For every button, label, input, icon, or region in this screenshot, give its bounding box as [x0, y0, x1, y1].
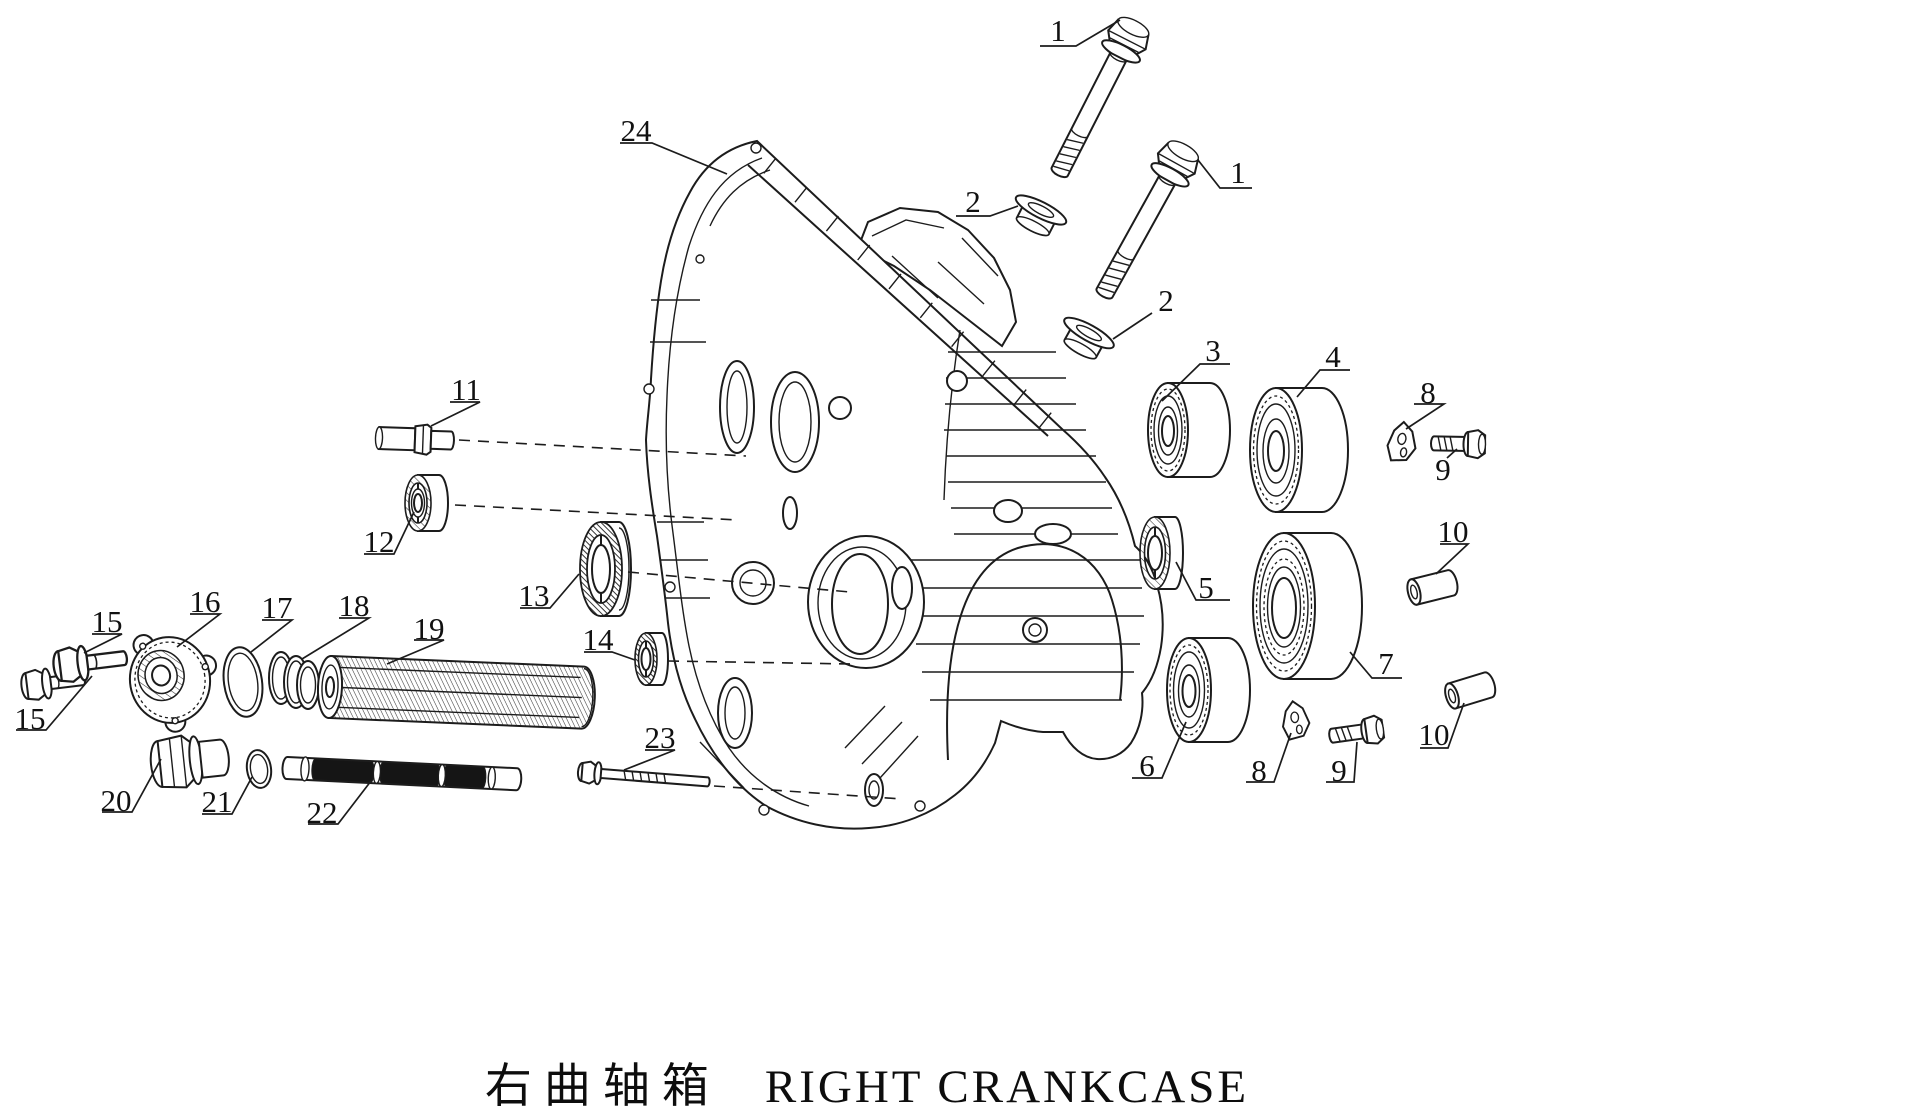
svg-text:9: 9 — [1331, 753, 1347, 788]
callout-3-ball-bearing: 3 — [1161, 333, 1230, 402]
svg-text:19: 19 — [414, 611, 445, 646]
svg-text:20: 20 — [101, 783, 132, 818]
callout-17-o-ring-large: 17 — [250, 590, 295, 653]
svg-text:1: 1 — [1050, 13, 1066, 48]
callout-10-dowel-pin: 10 — [1435, 514, 1471, 575]
callout-20-drain-plug: 20 — [101, 758, 162, 818]
svg-text:23: 23 — [645, 720, 676, 755]
callout-8-retainer-plate: 8 — [1405, 375, 1447, 430]
callout-21-o-ring-small: 21 — [202, 776, 253, 819]
svg-text:7: 7 — [1378, 646, 1394, 681]
callout-15-hex-flange-bolt: 15 — [83, 604, 123, 654]
callout-14-oil-seal: 14 — [583, 622, 636, 661]
projection-lines — [454, 439, 903, 800]
part-oring-17 — [222, 646, 264, 718]
part-oring-21 — [245, 749, 273, 789]
callout-16-bearing-cover: 16 — [176, 584, 223, 648]
svg-text:22: 22 — [307, 795, 338, 830]
callout-13-oil-seal: 13 — [519, 573, 580, 613]
part-seal-14 — [634, 632, 669, 686]
part-crankcase-24 — [643, 139, 1164, 830]
callout-2-sealing-washer: 2 — [956, 184, 1019, 219]
part-pin-10b — [1441, 669, 1499, 712]
callout-2-sealing-washer: 2 — [1112, 283, 1174, 340]
svg-text:6: 6 — [1139, 748, 1155, 783]
svg-text:8: 8 — [1251, 753, 1267, 788]
part-washer-2a — [1004, 189, 1071, 245]
svg-text:11: 11 — [451, 372, 481, 407]
part-seal-5 — [1139, 516, 1184, 590]
part-bearing-6 — [1166, 637, 1251, 743]
svg-text:2: 2 — [1158, 283, 1174, 318]
svg-text:15: 15 — [15, 701, 46, 736]
part-washer-2b — [1052, 311, 1119, 368]
part-cover-16 — [128, 634, 218, 733]
title-english: RIGHT CRANKCASE — [764, 1061, 1250, 1108]
svg-text:15: 15 — [92, 604, 123, 639]
svg-text:10: 10 — [1438, 514, 1469, 549]
part-plate-8b — [1280, 699, 1312, 741]
part-plug-20 — [149, 734, 230, 789]
callout-4-ball-bearing: 4 — [1296, 339, 1350, 398]
part-bearing-3 — [1147, 382, 1231, 478]
callout-11-breather-shaft: 11 — [430, 372, 481, 427]
part-bearing-4 — [1249, 387, 1349, 513]
part-pin-10a — [1404, 567, 1461, 608]
part-filter-19 — [316, 654, 596, 730]
callout-24-right-crankcase-body: 24 — [620, 113, 728, 175]
part-bolt-1b — [1083, 133, 1206, 308]
svg-text:9: 9 — [1435, 452, 1451, 487]
svg-text:12: 12 — [364, 524, 395, 559]
callout-19-oil-filter-screen: 19 — [386, 611, 445, 665]
part-seal-12 — [404, 474, 449, 532]
part-bearing-7 — [1252, 532, 1363, 680]
callout-1-flange-bolt-long: 1 — [1197, 155, 1252, 190]
callout-23-hex-bolt-long-thin: 23 — [623, 720, 676, 771]
svg-text:5: 5 — [1198, 570, 1214, 605]
part-bolt-23 — [576, 760, 711, 788]
svg-text:16: 16 — [190, 584, 221, 619]
svg-text:21: 21 — [202, 784, 233, 819]
title-chinese: 右曲轴箱 — [484, 1061, 721, 1108]
svg-text:8: 8 — [1420, 375, 1436, 410]
callout-1-flange-bolt-long: 1 — [1040, 13, 1121, 48]
svg-text:17: 17 — [262, 590, 293, 625]
svg-text:3: 3 — [1205, 333, 1221, 368]
callout-9-hex-bolt-short: 9 — [1435, 448, 1458, 487]
svg-text:2: 2 — [965, 184, 981, 219]
svg-text:18: 18 — [339, 588, 370, 623]
part-shaft-11 — [374, 423, 455, 456]
svg-text:14: 14 — [583, 622, 615, 657]
callout-6-ball-bearing: 6 — [1132, 721, 1187, 783]
callout-18-circlip-rings: 18 — [301, 588, 373, 660]
svg-text:24: 24 — [621, 113, 653, 148]
callout-9-hex-bolt-short: 9 — [1326, 741, 1358, 788]
callout-10-dowel-pin: 10 — [1419, 702, 1465, 752]
callout-12-oil-seal: 12 — [364, 511, 415, 559]
svg-text:13: 13 — [519, 578, 550, 613]
callout-5-oil-seal: 5 — [1175, 561, 1230, 605]
svg-text:4: 4 — [1325, 339, 1341, 374]
svg-text:1: 1 — [1230, 155, 1246, 190]
part-rings-18 — [268, 651, 320, 710]
callout-7-roller-bearing: 7 — [1349, 646, 1402, 681]
callout-22-oil-pipe: 22 — [307, 780, 372, 830]
callout-8-retainer-plate: 8 — [1246, 732, 1292, 788]
callout-15-hex-flange-bolt: 15 — [15, 675, 93, 736]
part-seal-13 — [579, 521, 632, 617]
part-pipe-22 — [281, 756, 523, 792]
drawing-title: 右曲轴箱 RIGHT CRANKCASE — [485, 1047, 1249, 1108]
part-plate-8a — [1384, 418, 1421, 466]
svg-text:10: 10 — [1419, 717, 1450, 752]
